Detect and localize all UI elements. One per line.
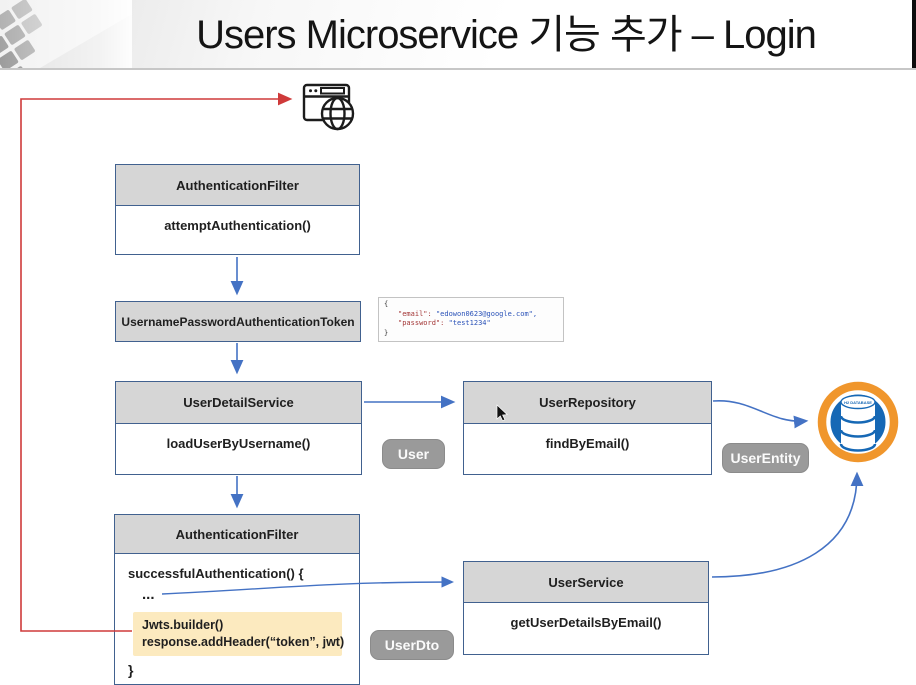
box-authentication-filter-bottom: AuthenticationFilter successfulAuthentic… — [114, 514, 360, 685]
box-header: UserRepository — [464, 382, 711, 424]
request-json-snippet: { "email": "edowon0623@google.com", "pas… — [378, 297, 564, 342]
keyboard-image — [0, 0, 132, 68]
json-line: "email": "edowon0623@google.com", — [398, 309, 538, 318]
database-icon: H2 DATABASE — [817, 381, 899, 463]
arrow-userservice-to-database — [711, 471, 864, 578]
box-method: findByEmail() — [545, 436, 630, 451]
page-title: Users Microservice 기능 추가 – Login — [196, 13, 817, 57]
code-line: } — [128, 662, 134, 678]
box-user-detail-service: UserDetailService loadUserByUsername() — [115, 381, 362, 475]
browser-icon — [302, 83, 355, 131]
box-header: AuthenticationFilter — [115, 515, 359, 554]
code-line: Jwts.builder() — [142, 618, 224, 632]
tag-user-dto: UserDto — [370, 630, 454, 660]
code-line: response.addHeader(“token”, jwt) — [142, 635, 345, 649]
box-authentication-filter-top: AuthenticationFilter attemptAuthenticati… — [115, 164, 360, 255]
box-header: UserDetailService — [116, 382, 361, 424]
jwt-highlight: Jwts.builder() response.addHeader(“token… — [133, 612, 345, 656]
title-band: Users Microservice 기능 추가 – Login — [0, 0, 916, 70]
box-header: AuthenticationFilter — [116, 165, 359, 206]
json-line: { — [384, 300, 389, 308]
database-label: H2 DATABASE — [844, 400, 872, 405]
arrow-userrepository-to-database — [712, 400, 809, 429]
frame-edge — [912, 0, 916, 68]
box-header: UsernamePasswordAuthenticationToken — [116, 302, 360, 341]
box-method: loadUserByUsername() — [166, 436, 311, 451]
box-method: getUserDetailsByEmail() — [510, 615, 662, 630]
box-username-password-token: UsernamePasswordAuthenticationToken — [115, 301, 361, 342]
box-header: UserService — [464, 562, 708, 603]
json-line: } — [384, 328, 389, 337]
box-user-repository: UserRepository findByEmail() — [463, 381, 712, 475]
box-method: attemptAuthentication() — [164, 218, 311, 233]
code-ellipsis: ... — [142, 586, 155, 603]
code-line: successfulAuthentication() { — [128, 566, 304, 581]
tag-user: User — [382, 439, 445, 469]
json-line: "password": "test1234" — [398, 319, 491, 327]
box-user-service: UserService getUserDetailsByEmail() — [463, 561, 709, 655]
tag-user-entity: UserEntity — [722, 443, 809, 473]
